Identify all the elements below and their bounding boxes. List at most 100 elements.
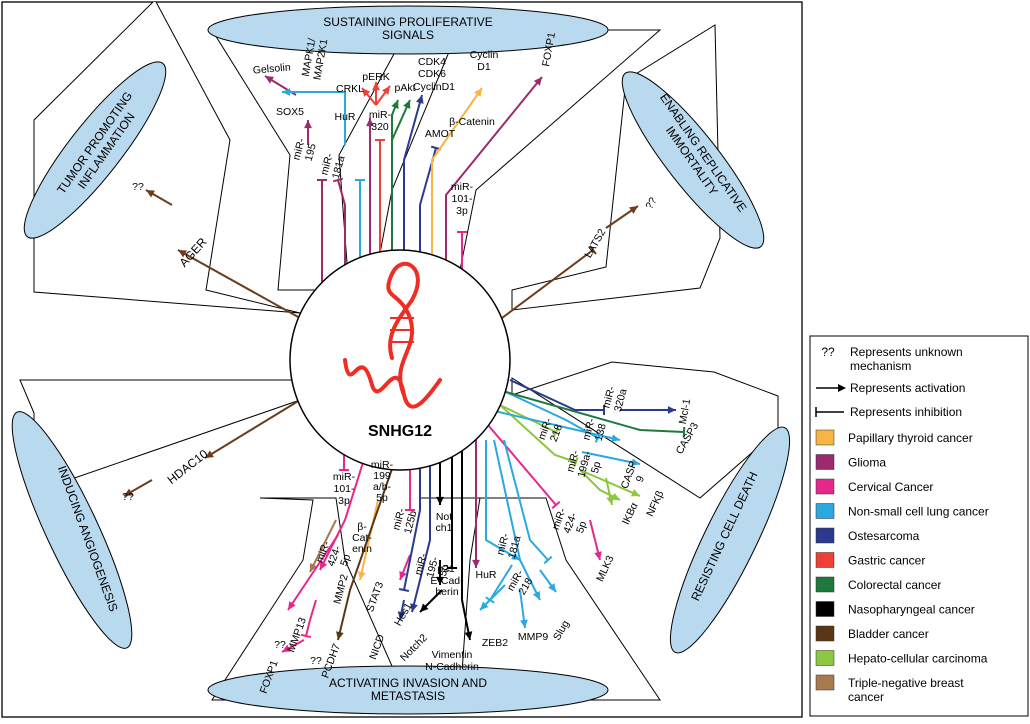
- legend-symbol-text-line: Represents inhibition: [850, 405, 962, 419]
- node-b-p21-line: p21: [437, 563, 455, 575]
- legend-entry-gastric-line: Gastric cancer: [848, 554, 925, 568]
- node-mir-101-3p-line: 3p: [456, 205, 468, 217]
- legend-swatch-tnbc: [816, 675, 834, 690]
- node-mir-320-line: miR-: [369, 109, 392, 121]
- legend-swatch-nsclc: [816, 504, 834, 519]
- node-beta-catenin: β-Catenin: [449, 116, 495, 128]
- node-sox5-line: SOX5: [276, 106, 304, 118]
- node-b-notch1-line: ch1: [436, 522, 453, 534]
- node-b-zeb2: ZEB2: [482, 637, 508, 649]
- node-cyclind1: CyclinD1: [413, 81, 455, 93]
- legend-swatch-papillary: [816, 430, 834, 445]
- node-cdk6: CDK6: [418, 68, 446, 80]
- legend-swatch-gastric: [816, 553, 834, 568]
- node-b-zeb2-line: ZEB2: [482, 637, 508, 649]
- node-b-unknown-2: ??: [310, 655, 322, 667]
- legend-swatch-hcc: [816, 651, 834, 666]
- legend-symbol-text: Represents activation: [850, 381, 965, 395]
- legend-entry-hcc: Hepato-cellular carcinoma: [848, 652, 988, 666]
- node-b-mmp9-line: MMP9: [518, 631, 548, 643]
- legend-entry-papillary: Papillary thyroid cancer: [848, 431, 973, 445]
- legend-entry-osteosarcoma: Ostesarcoma: [848, 529, 920, 543]
- legend-symbol-text: Represents inhibition: [850, 405, 962, 419]
- node-cdk6-line: CDK6: [418, 68, 446, 80]
- node-b-mmp9: MMP9: [518, 631, 548, 643]
- legend-entry-colorectal-line: Colorectal cancer: [848, 578, 941, 592]
- snhg12-label: SNHG12: [368, 423, 432, 440]
- node-perk: pERK: [362, 71, 389, 83]
- node-perk-line: pERK: [362, 71, 389, 83]
- node-cyclin-d1-line: D1: [477, 61, 491, 73]
- legend-swatch-nasopharyngeal: [816, 602, 834, 617]
- legend-symbol-text-line: Represents unknown: [850, 345, 963, 359]
- legend-entry-osteosarcoma-line: Ostesarcoma: [848, 529, 920, 543]
- node-sox5: SOX5: [276, 106, 304, 118]
- legend-entry-nasopharyngeal-line: Nasopharyngeal cancer: [848, 603, 975, 617]
- hallmark-title-top-line: SIGNALS: [382, 28, 434, 42]
- legend-entry-glioma-line: Glioma: [848, 456, 886, 470]
- legend-swatch-bladder: [816, 626, 834, 641]
- node-b-mir-101-3p-line: 101-: [333, 483, 355, 495]
- node-crkl: CRKL: [336, 83, 364, 95]
- node-b-unknown-1: ??: [274, 639, 286, 651]
- legend-entry-papillary-line: Papillary thyroid cancer: [848, 431, 973, 445]
- legend-entry-nsclc-line: Non-small cell lung cancer: [848, 505, 989, 519]
- node-b-mir-101-3p-line: 3p: [338, 495, 350, 507]
- node-unknown-inflammation-line: ??: [132, 181, 144, 193]
- node-b-vimentin-line: Vimentin: [432, 649, 473, 661]
- node-b-mir-101-3p-line: miR-: [333, 471, 356, 483]
- node-b-hur: HuR: [475, 569, 496, 581]
- node-b-unknown-1-line: ??: [274, 639, 286, 651]
- node-mir-101-3p-line: 101-: [451, 193, 473, 205]
- legend-entry-glioma: Glioma: [848, 456, 886, 470]
- node-unknown-inflammation: ??: [132, 181, 144, 193]
- hallmark-title-bottom-line: ACTIVATING INVASION AND: [329, 676, 487, 690]
- node-cdk4-line: CDK4: [418, 56, 446, 68]
- legend-entry-tnbc-line: Triple-negative breast: [848, 676, 964, 690]
- legend-entry-tnbc-line: cancer: [848, 690, 884, 704]
- hallmark-title-top-line: SUSTAINING PROLIFERATIVE: [323, 15, 493, 29]
- node-unknown-angiogenesis-line: ??: [122, 491, 134, 503]
- legend-symbol-text-line: Represents activation: [850, 381, 965, 395]
- legend-entry-cervical-line: Cervical Cancer: [848, 480, 933, 494]
- hallmark-title-bottom-line: METASTASIS: [371, 689, 445, 703]
- legend-unknown-glyph-line: ??: [821, 345, 835, 359]
- legend-unknown-glyph: ??: [821, 345, 835, 359]
- node-hur: HuR: [334, 111, 355, 123]
- legend-entry-nsclc: Non-small cell lung cancer: [848, 505, 989, 519]
- legend-entry-nasopharyngeal: Nasopharyngeal cancer: [848, 603, 975, 617]
- node-hur-line: HuR: [334, 111, 355, 123]
- legend-entry-colorectal: Colorectal cancer: [848, 578, 941, 592]
- legend-entry-hcc-line: Hepato-cellular carcinoma: [848, 652, 988, 666]
- node-mir-101-3p-line: miR-: [451, 181, 474, 193]
- node-b-beta-catenin-line: enin: [352, 543, 372, 555]
- node-b-n-cadherin: N-Cadherin: [425, 661, 479, 673]
- node-b-e-cadherin-line: herin: [435, 586, 459, 598]
- node-cdk4: CDK4: [418, 56, 446, 68]
- legend-swatch-colorectal: [816, 577, 834, 592]
- node-crkl-line: CRKL: [336, 83, 364, 95]
- node-b-hur-line: HuR: [475, 569, 496, 581]
- node-cyclind1-line: CyclinD1: [413, 81, 455, 93]
- node-amot-line: AMOT: [425, 128, 456, 140]
- node-b-n-cadherin-line: N-Cadherin: [425, 661, 479, 673]
- node-b-vimentin: Vimentin: [432, 649, 473, 661]
- legend: ?? Represents unknownmechanismRepresents …: [810, 336, 1028, 716]
- node-amot: AMOT: [425, 128, 456, 140]
- legend-swatch-osteosarcoma: [816, 528, 834, 543]
- legend-entry-bladder: Bladder cancer: [848, 627, 929, 641]
- legend-entry-gastric: Gastric cancer: [848, 554, 925, 568]
- legend-entry-cervical: Cervical Cancer: [848, 480, 933, 494]
- legend-entry-bladder-line: Bladder cancer: [848, 627, 929, 641]
- legend-symbol-text-line: mechanism: [850, 359, 911, 373]
- node-unknown-angiogenesis: ??: [122, 491, 134, 503]
- node-mir-320: miR-320: [369, 109, 392, 133]
- node-beta-catenin-line: β-Catenin: [449, 116, 495, 128]
- node-cyclin-d1-line: Cyclin: [470, 49, 499, 61]
- node-b-mir-199ab-5p-line: 5p: [376, 492, 388, 504]
- node-mir-320-line: 320: [371, 121, 389, 133]
- node-b-unknown-2-line: ??: [310, 655, 322, 667]
